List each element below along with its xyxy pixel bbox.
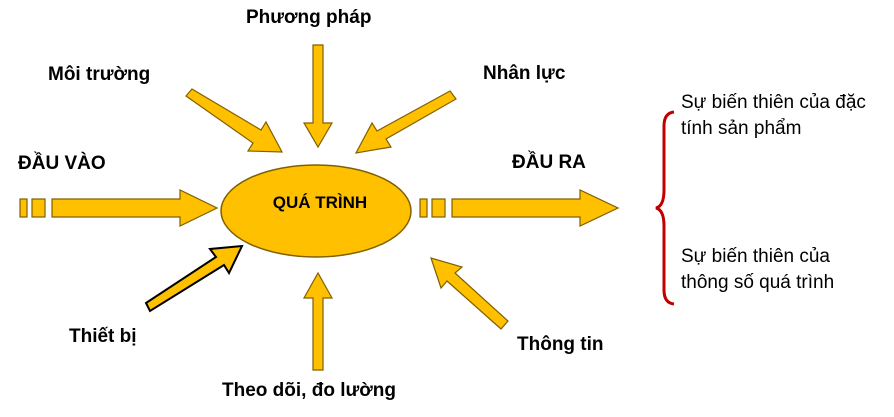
equipment-label: Thiết bị: [69, 326, 137, 347]
monitoring-arrow: [302, 271, 334, 371]
method-arrow: [302, 44, 334, 149]
output-arrow: [419, 189, 620, 227]
process-ellipse: [220, 164, 412, 258]
input-label: ĐẦU VÀO: [18, 153, 106, 174]
input-arrow: [19, 189, 219, 227]
method-label: Phương pháp: [246, 7, 372, 28]
information-arrow: [430, 257, 509, 330]
environment-label: Môi trường: [48, 64, 151, 85]
human-resources-label: Nhân lực: [483, 63, 566, 84]
output-label: ĐẦU RA: [512, 152, 586, 173]
environment-arrow: [185, 88, 284, 153]
human-resources-arrow: [354, 90, 457, 154]
information-label: Thông tin: [517, 334, 604, 355]
product-variation-note: Sự biến thiên của đặc tính sản phẩm: [681, 92, 866, 139]
monitoring-label: Theo dõi, đo lường: [222, 380, 396, 401]
equipment-arrow: [144, 244, 244, 313]
process-variation-note: Sự biến thiên của thông số quá trình: [681, 246, 835, 293]
curly-brace: [655, 110, 675, 306]
process-label: QUÁ TRÌNH: [272, 193, 368, 212]
